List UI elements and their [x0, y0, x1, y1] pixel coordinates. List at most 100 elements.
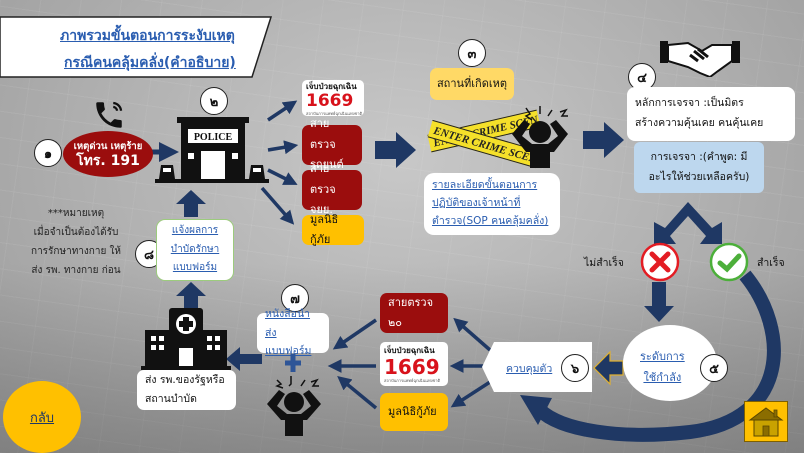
motorcycle-patrol-box: สายตรวจ จยย.: [302, 162, 362, 216]
title-line-2[interactable]: กรณีคนคลุ้มคลั่ง(คำอธิบาย): [64, 55, 236, 71]
fail-x-icon: [640, 242, 680, 282]
phone-icon: [96, 101, 123, 128]
arrow-patrol20-to-patient: [332, 318, 377, 350]
note-line-3: การรักษาทางกาย ให้: [31, 246, 121, 257]
distressed-person-icon-2: [267, 376, 321, 436]
arrow-station-to-moto-patrol: [267, 168, 298, 185]
fail-label: ไม่สำเร็จ: [584, 257, 624, 269]
distressed-person-icon: [512, 106, 568, 168]
custody-link[interactable]: ควบคุมตัว: [506, 363, 553, 375]
ems-logo-caption-bottom: เจ็บป่วยฉุกเฉิน: [384, 346, 435, 355]
arrow-station-to-car-patrol: [267, 140, 299, 155]
car-patrol-line-2: รถยนต์: [310, 158, 344, 172]
referral-line-1[interactable]: หนังสือนำส่ง: [265, 307, 311, 339]
note-line-4: ส่ง รพ. ทางกาย ก่อน: [31, 265, 121, 276]
arrow-5-to-6: [593, 350, 624, 386]
note-line-2: เมื่อจำเป็นต้องได้รับ: [33, 227, 119, 238]
treatment-report-link[interactable]: แจ้งผลการ บำบัดรักษา แบบฟอร์ม: [156, 219, 234, 281]
arrow-6-to-patrol20: [453, 317, 492, 352]
principle-line-1: หลักการเจรจา :เป็นมิตร: [635, 97, 744, 110]
custody-shape: [482, 342, 592, 392]
talk-line-2: อะไรให้ช่วยเหลือครับ): [648, 170, 750, 183]
emergency-call-number: โทร. 191: [76, 152, 140, 169]
home-button[interactable]: [744, 401, 788, 442]
arrow-to-scene: [375, 132, 416, 168]
ems-logo-sub: สถาบันการแพทย์ฉุกเฉินแห่งชาติ: [306, 110, 363, 116]
note-line-1: ***หมายเหตุ: [47, 208, 105, 219]
back-label[interactable]: กลับ: [29, 410, 55, 426]
rescue-foundation-box-bottom: มูลนิธิกู้ภัย: [380, 393, 448, 431]
sop-line-1[interactable]: รายละเอียดขั้นตอนการ: [432, 179, 538, 192]
arrow-to-negotiation: [583, 122, 624, 158]
plus-icon: [285, 354, 301, 372]
hospital-line-2: สถานบำบัด: [145, 393, 197, 405]
step-5-number: ๕: [700, 354, 728, 382]
force-level-line-2[interactable]: ใช้กำลัง: [643, 370, 682, 384]
sop-line-2[interactable]: ปฏิบัติของเจ้าหน้าที่: [432, 197, 521, 210]
principle-line-2: สร้างความคุ้นเคย คนคุ้นเคย: [635, 117, 764, 129]
incident-location-box: สถานที่เกิดเหตุ: [430, 68, 514, 100]
negotiation-talk-box: การเจรจา :(คำพูด: มี อะไรให้ช่วยเหลือครั…: [634, 142, 764, 193]
home-icon: [748, 406, 784, 436]
arrow-6-to-rescue: [450, 380, 491, 408]
emergency-call-line-1: เหตุด่วน เหตุร้าย: [73, 140, 143, 152]
step-3-number: ๓: [458, 39, 486, 67]
referral-letter-link[interactable]: หนังสือนำส่ง แบบฟอร์ม: [257, 308, 329, 357]
treatment-line-2[interactable]: บำบัดรักษา: [170, 243, 220, 255]
arrow-success-curve: [535, 270, 781, 442]
title-frame: [0, 16, 272, 78]
title-line-1[interactable]: ภาพรวมขั้นตอนการระงับเหตุ: [60, 28, 235, 44]
step-6-number: ๖: [561, 354, 589, 382]
sop-details-link[interactable]: รายละเอียดขั้นตอนการ ปฏิบัติของเจ้าหน้าท…: [424, 173, 560, 235]
arrow-fail-down: [644, 282, 674, 322]
motorcycle-patrol-line-1: สายตรวจ: [310, 162, 336, 196]
ems-logo-sub-bottom: สถาบันการแพทย์ฉุกเฉินแห่งชาติ: [384, 378, 441, 383]
arrow-success-head: [520, 395, 552, 425]
patrol-20-line-1: สายตรวจ: [388, 295, 434, 309]
handshake-icon: [660, 41, 740, 77]
ems-logo-number: 1669: [306, 90, 354, 111]
treatment-line-1[interactable]: แจ้งผลการ: [171, 225, 219, 237]
talk-line-1: การเจรจา :(คำพูด: มี: [650, 151, 748, 164]
treatment-line-3[interactable]: แบบฟอร์ม: [172, 262, 218, 274]
rescue-foundation-box-top: มูลนิธิกู้ภัย: [302, 213, 364, 246]
step-1-number: ๑: [34, 139, 62, 167]
step-4-number: ๔: [628, 63, 656, 91]
success-check-icon: [709, 242, 749, 282]
arrow-hospital-to-8: [176, 282, 206, 310]
ems-logo-caption: เจ็บป่วยฉุกเฉิน: [306, 81, 357, 91]
motorcycle-patrol-line-2: จยย.: [310, 203, 333, 217]
arrow-8-up: [176, 190, 206, 217]
note-block: ***หมายเหตุ เมื่อจำเป็นต้องได้รับ การรัก…: [24, 204, 128, 280]
incident-location-label: สถานที่เกิดเหตุ: [436, 76, 508, 90]
step-2-number: ๒: [200, 87, 228, 115]
arrow-rescue-to-patient: [337, 375, 378, 410]
referral-line-2[interactable]: แบบฟอร์ม: [265, 345, 312, 358]
hospital-icon: [141, 308, 231, 370]
patrol-20-line-2: ๒๐: [388, 316, 402, 329]
sop-line-3[interactable]: ตำรวจ(SOP คนคลุ้มคลั่ง): [432, 214, 549, 227]
arrow-to-hospital: [226, 347, 262, 371]
success-label: สำเร็จ: [757, 257, 785, 269]
police-station-icon: POLICE: [155, 117, 269, 183]
ems-1669-logo-top: เจ็บป่วยฉุกเฉิน 1669 สถาบันการแพทย์ฉุกเฉ…: [302, 80, 364, 116]
emergency-call-badge: เหตุด่วน เหตุร้าย โทร. 191: [63, 131, 153, 177]
arrow-station-to-1669: [267, 100, 298, 122]
patrol-20-box: สายตรวจ ๒๐: [380, 293, 448, 333]
arrow-station-to-rescue: [260, 186, 295, 225]
force-level-line-1[interactable]: ระดับการ: [640, 350, 685, 363]
fork-arrow: [654, 202, 722, 244]
force-level-link[interactable]: ระดับการ ใช้กำลัง: [640, 347, 685, 389]
hospital-line-1: ส่ง รพ.ของรัฐหรือ: [145, 374, 225, 387]
rescue-foundation-label: มูลนิธิกู้ภัย: [310, 212, 339, 246]
rescue-foundation-label-bottom: มูลนิธิกู้ภัย: [388, 404, 437, 418]
car-patrol-line-1: สายตรวจ: [310, 117, 336, 151]
police-sign: POLICE: [194, 132, 233, 143]
ems-logo-number-bottom: 1669: [384, 355, 440, 379]
step-7-number: ๗: [281, 284, 309, 312]
back-button[interactable]: กลับ: [3, 381, 81, 453]
ems-1669-logo-bottom: เจ็บป่วยฉุกเฉิน 1669 สถาบันการแพทย์ฉุกเฉ…: [380, 342, 448, 386]
negotiation-principle-box: หลักการเจรจา :เป็นมิตร สร้างความคุ้นเคย …: [627, 87, 795, 141]
car-patrol-box: สายตรวจ รถยนต์: [302, 117, 362, 171]
